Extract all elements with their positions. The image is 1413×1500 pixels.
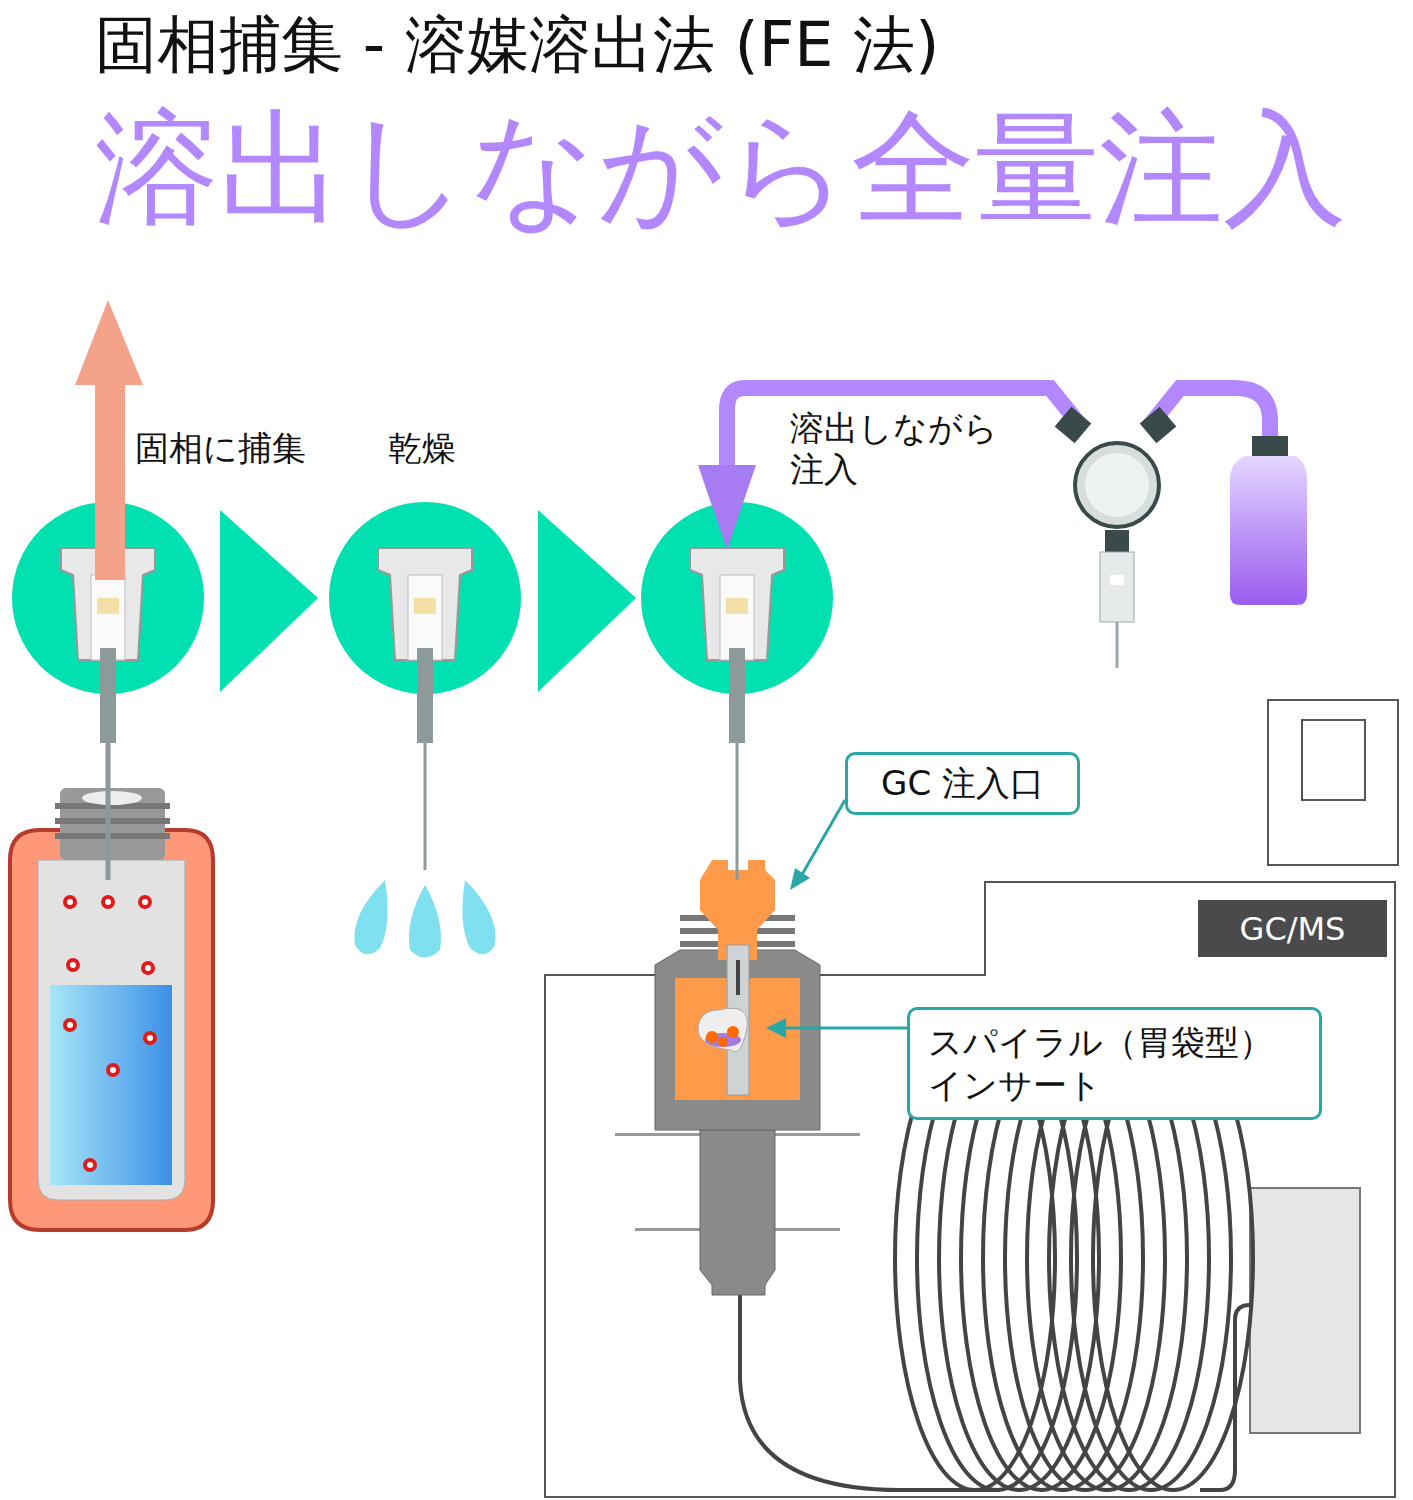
- cartridges: [61, 548, 784, 743]
- step-label: 固相に捕集: [135, 428, 306, 469]
- ms-window: [1302, 720, 1365, 800]
- detector: [1250, 1188, 1360, 1433]
- solvent-bottle: [1230, 436, 1307, 605]
- callout-box: スパイラル（胃袋型） インサート: [907, 1007, 1322, 1120]
- leader-line: [782, 1027, 907, 1030]
- step-label: 溶出しながら 注入: [790, 408, 1015, 490]
- valve: [1055, 407, 1177, 668]
- heated-vial: [10, 740, 213, 1230]
- gc-housing: [545, 882, 1395, 1497]
- extraction-arrow: [75, 300, 143, 580]
- leader-line: [800, 800, 845, 878]
- node-text: スパイラル（胃袋型） インサート: [928, 1021, 1301, 1106]
- node-text: GC 注入口: [866, 762, 1059, 805]
- column-to-detector: [1200, 1305, 1250, 1490]
- title: 固相捕集 - 溶媒溶出法 (FE 法): [95, 8, 939, 82]
- water-drops: [354, 880, 495, 958]
- ms-panel: [1268, 700, 1398, 865]
- node-text: GC/MS: [1216, 909, 1369, 949]
- callout-box: GC 注入口: [845, 752, 1080, 815]
- column: [740, 1090, 1000, 1490]
- headline: 溶出しながら全量注入: [95, 100, 1347, 236]
- gc-ms-band: GC/MS: [1198, 900, 1387, 957]
- gc-injector: [615, 860, 860, 1295]
- step-label: 乾燥: [388, 428, 456, 469]
